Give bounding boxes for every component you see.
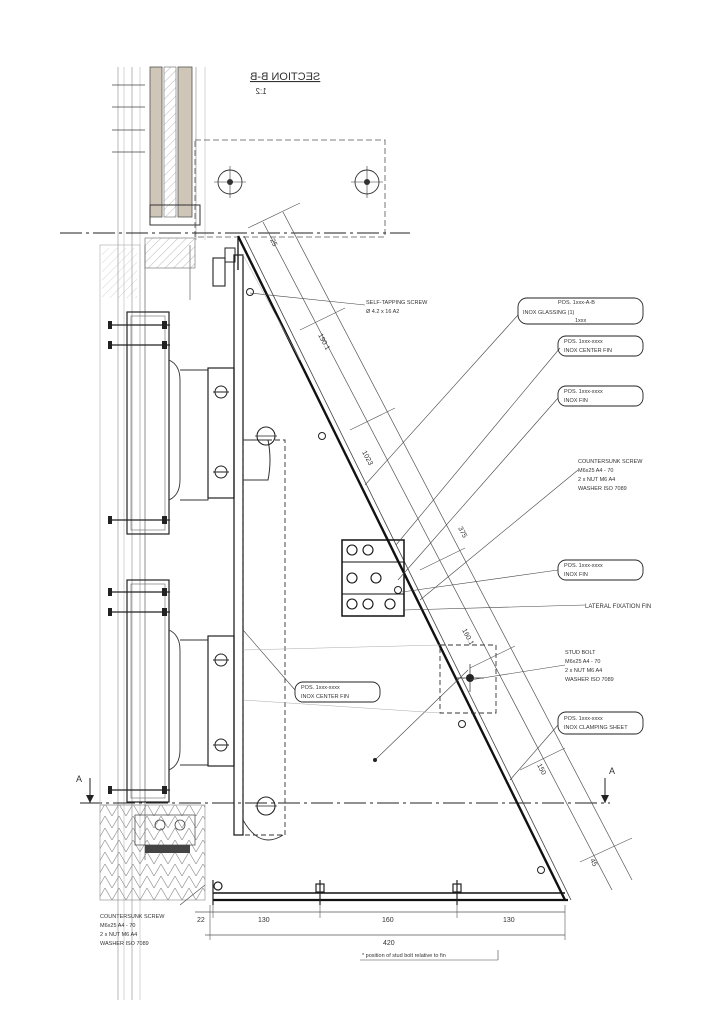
callout-c1-line-1: POS. 1xxx-A-B: [558, 300, 595, 306]
callout-c2-line-2: INOX CENTER FIN: [564, 348, 612, 354]
callout-c2-line-1: POS. 1xxx-xxxx: [564, 339, 603, 345]
bottom-construction: [99, 804, 206, 901]
callouts: POS. 1xxx-A-B INOX GLASSING (1) 1xxx POS…: [100, 297, 651, 947]
section-title-scale: 1:2: [255, 87, 267, 96]
callout-c4-line-1: COUNTERSUNK SCREW: [578, 459, 643, 465]
dim-bottom-3: 160: [382, 917, 394, 924]
callout-c9-line-1: POS. 1xxx-xxxx: [301, 685, 340, 691]
bracket-upper: [180, 367, 235, 501]
callout-c7-line-4: WASHER ISO 7089: [565, 677, 614, 683]
callout-c1-line-3: 1xxx: [575, 318, 587, 324]
bracket-lower: [180, 635, 235, 767]
dim-bottom-2: 130: [258, 917, 270, 924]
callout-c4-line-3: 2 x NUT M6 A4: [578, 477, 615, 483]
level-line-lower: A A: [76, 766, 615, 804]
footnote-text: * position of stud bolt relative to fin: [362, 953, 446, 959]
callout-c7-line-2: M6x25 A4 - 70: [565, 659, 600, 665]
lateral-fixation-plate: [341, 539, 405, 617]
section-title-main: SECTION B-B: [250, 71, 320, 83]
dim-diag-4: 375: [456, 526, 468, 540]
callout-self-tapping-screw: SELF-TAPPING SCREW Ø 4.2 x 16 A2: [366, 300, 428, 315]
leader-lines: [179, 292, 586, 906]
dim-diag-3: 1023: [360, 450, 373, 467]
vertical-fin-plate: [233, 254, 286, 841]
callout-c1-line-2: INOX GLASSING (1): [523, 310, 575, 316]
section-mark-left: A: [76, 774, 82, 784]
wall-buildup: [99, 237, 196, 860]
callout-c4-line-4: WASHER ISO 7089: [578, 486, 627, 492]
dim-bottom-1: 22: [197, 917, 205, 924]
apex-clamp: [212, 238, 254, 296]
callout-c11-line-2: M6x25 A4 - 70: [100, 923, 135, 929]
dim-diag-2: 190.1: [316, 333, 330, 352]
dim-bottom-4: 130: [503, 917, 515, 924]
callout-c9-line-2: INOX CENTER FIN: [301, 694, 349, 700]
callout-c11-line-1: COUNTERSUNK SCREW: [100, 914, 165, 920]
stud-bolt-plate: [439, 644, 497, 714]
callout-c11-line-4: WASHER ISO 7089: [100, 941, 149, 947]
callout-c10-line-1: SELF-TAPPING SCREW: [366, 300, 428, 306]
callout-countersunk-screw-right: COUNTERSUNK SCREW M6x25 A4 - 70 2 x NUT …: [578, 459, 643, 492]
upper-fixing-plate: [194, 139, 386, 238]
dim-diag-5: 160.1: [460, 628, 474, 647]
dim-diag-6: 150: [535, 763, 547, 777]
callout-c5-line-2: INOX FIN: [564, 572, 588, 578]
construction-lines: [242, 254, 441, 714]
callout-c11-line-3: 2 x NUT M6 A4: [100, 932, 137, 938]
left-profile-lower: [108, 579, 181, 803]
callout-inox-center-fin-top: POS. 1xxx-xxxx INOX CENTER FIN: [557, 335, 644, 357]
callout-c8-line-1: POS. 1xxx-xxxx: [564, 716, 603, 722]
callout-stud-bolt: STUD BOLT M6x25 A4 - 70 2 x NUT M6 A4 WA…: [565, 650, 614, 683]
callout-inox-center-fin-left: POS. 1xxx-xxxx INOX CENTER FIN: [294, 681, 381, 703]
bottom-dimension: 22 130 160 130 420: [195, 905, 566, 947]
footnote: * position of stud bolt relative to fin: [360, 950, 499, 961]
callout-c5-line-1: POS. 1xxx-xxxx: [564, 563, 603, 569]
callout-c6-line-1: LATERAL FIXATION FIN: [585, 604, 651, 610]
callout-inox-clamping-sheet: POS. 1xxx-xxxx INOX CLAMPING SHEET: [557, 711, 644, 735]
dim-overall: 420: [383, 940, 395, 947]
callout-c7-line-3: 2 x NUT M6 A4: [565, 668, 602, 674]
callout-countersunk-screw-bottom: COUNTERSUNK SCREW M6x25 A4 - 70 2 x NUT …: [100, 914, 165, 947]
callout-inox-glassing: POS. 1xxx-A-B INOX GLASSING (1) 1xxx: [517, 297, 644, 325]
callout-c3-line-2: INOX FIN: [564, 398, 588, 404]
section-mark-right: A: [609, 766, 615, 776]
dim-diag-1: 25: [268, 238, 278, 248]
diagonal-dimension: 25 190.1 1023 375 160.1 150 45: [247, 202, 633, 891]
left-profile-upper: [108, 311, 181, 535]
callout-c10-line-2: Ø 4.2 x 16 A2: [366, 309, 399, 315]
callout-c7-line-1: STUD BOLT: [565, 650, 596, 656]
callout-c4-line-2: M6x25 A4 - 70: [578, 468, 613, 474]
callout-inox-fin-top: POS. 1xxx-xxxx INOX FIN: [557, 385, 644, 407]
triangular-glass-fin: [212, 235, 572, 905]
section-title: SECTION B-B 1:2: [250, 71, 320, 96]
dim-diag-7: 45: [588, 858, 598, 868]
callout-c3-line-1: POS. 1xxx-xxxx: [564, 389, 603, 395]
callout-c8-line-2: INOX CLAMPING SHEET: [564, 725, 628, 731]
callout-inox-fin-mid: POS. 1xxx-xxxx INOX FIN: [557, 559, 644, 581]
callout-lateral-fixation: LATERAL FIXATION FIN: [585, 604, 651, 610]
